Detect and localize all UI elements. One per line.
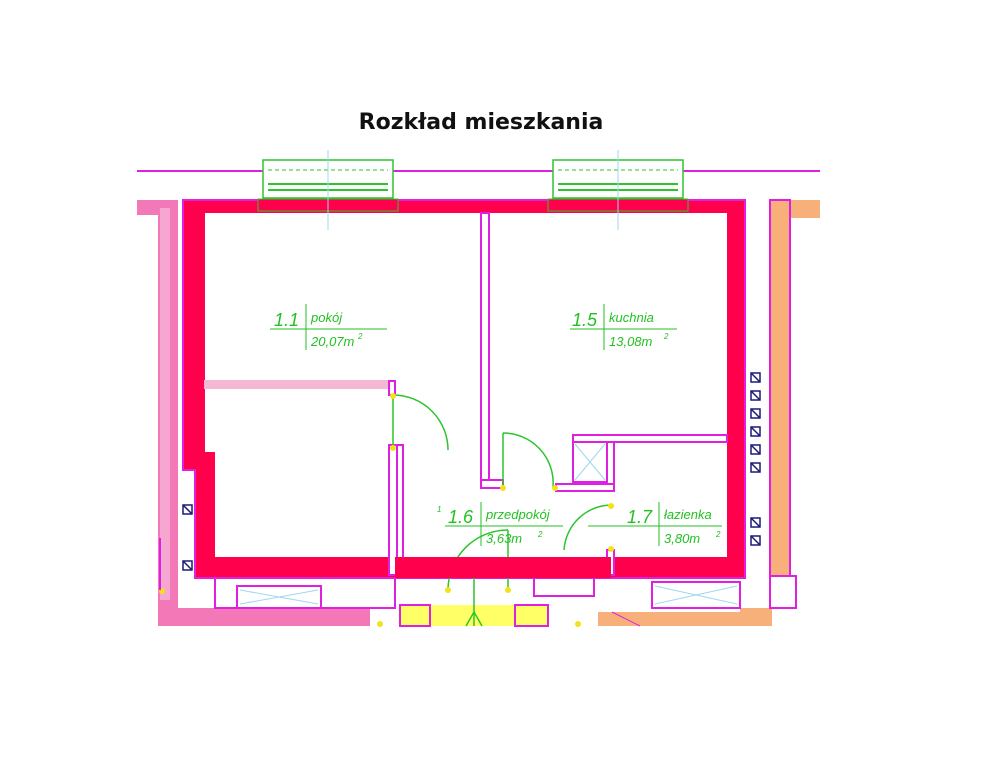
room-label-1-6: 1 1.6 przedpokój 3,63m 2 bbox=[437, 502, 563, 546]
right-neighbor-wall bbox=[598, 199, 820, 626]
partition-corridor-left bbox=[388, 444, 398, 576]
room-number: 1.5 bbox=[572, 310, 598, 330]
door-swing-room bbox=[392, 394, 449, 451]
shaft-cross bbox=[574, 443, 606, 481]
area-unit-sup: 2 bbox=[663, 332, 669, 341]
room-number: 1.7 bbox=[627, 507, 653, 527]
door-jamb bbox=[388, 380, 396, 396]
vent-icons-right bbox=[750, 372, 761, 546]
hinge-dot bbox=[505, 587, 511, 593]
room-label-1-7: 1.7 łazienka 3,80m 2 bbox=[588, 502, 722, 546]
area-unit-sup: 2 bbox=[357, 332, 363, 341]
area-unit-sup: 2 bbox=[537, 530, 543, 539]
hinge-dot bbox=[445, 587, 451, 593]
room-name: pokój bbox=[310, 310, 343, 325]
room-area: 20,07m bbox=[310, 334, 355, 349]
plan-title: Rozkład mieszkania bbox=[358, 110, 604, 135]
room-name: przedpokój bbox=[485, 507, 551, 522]
hinge-dot bbox=[500, 485, 506, 491]
door-swing-bath bbox=[563, 504, 613, 551]
room-label-1-1: 1.1 pokój 20,07m 2 bbox=[270, 304, 387, 350]
bottom-area bbox=[214, 557, 741, 627]
door-swing-kitchen bbox=[502, 432, 554, 488]
door-swing-entrance bbox=[447, 529, 509, 591]
hinge-dot bbox=[608, 503, 614, 509]
room-name: łazienka bbox=[664, 507, 712, 522]
partition-stub bbox=[480, 479, 504, 489]
room-area: 3,63m bbox=[486, 531, 522, 546]
hinge-dot bbox=[575, 621, 581, 627]
room-area: 13,08m bbox=[609, 334, 653, 349]
room-label-1-5: 1.5 kuchnia 13,08m 2 bbox=[570, 304, 677, 350]
hinge-dot bbox=[377, 621, 383, 627]
partition-kitchen-bath bbox=[572, 434, 728, 443]
wardrobe-line bbox=[204, 380, 394, 389]
hinge-dot bbox=[390, 393, 396, 399]
room-number: 1.1 bbox=[274, 310, 299, 330]
partition-room-kitchen bbox=[480, 212, 490, 489]
area-unit-sup: 2 bbox=[715, 530, 721, 539]
partition-corridor-left-inner bbox=[396, 444, 404, 576]
room-name: kuchnia bbox=[609, 310, 654, 325]
partition-bath-vertical bbox=[606, 441, 615, 491]
room-number: 1.6 bbox=[448, 507, 474, 527]
hinge-dot bbox=[552, 485, 558, 491]
vent-icons-left bbox=[182, 504, 193, 571]
hinge-dot bbox=[390, 445, 396, 451]
room-area: 3,80m bbox=[664, 531, 700, 546]
stray-mark: 1 bbox=[437, 505, 441, 514]
partition-bath-door-top bbox=[555, 483, 615, 492]
hinge-dot bbox=[608, 546, 614, 552]
